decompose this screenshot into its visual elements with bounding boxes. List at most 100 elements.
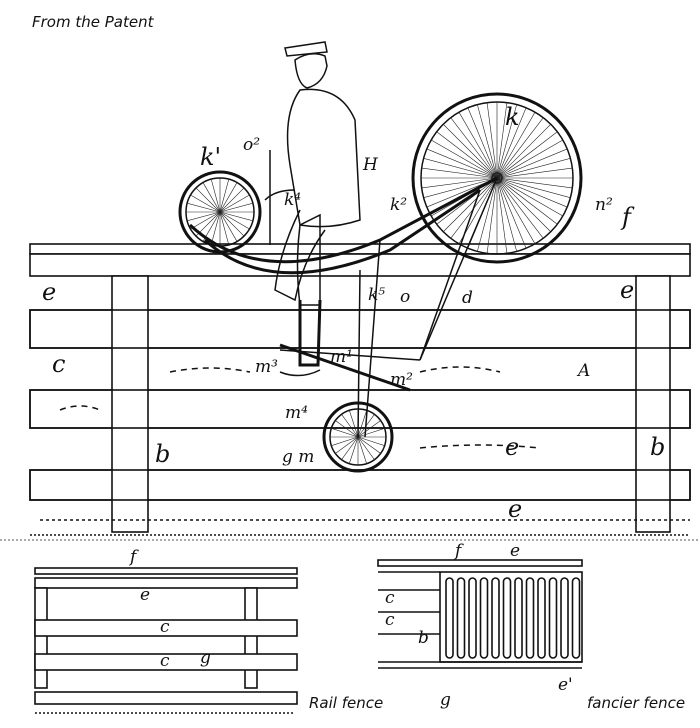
wheel-spoke xyxy=(357,436,367,464)
label-g-m: g m xyxy=(282,447,314,467)
fancy-label-c2: c xyxy=(385,610,395,630)
wheel-spoke xyxy=(496,131,558,179)
wheel-spoke xyxy=(431,139,498,179)
label-o2: o² xyxy=(243,135,260,155)
label-e-bottom: e xyxy=(508,495,522,523)
label-k4: k⁴ xyxy=(284,190,301,210)
rail-label-c1: c xyxy=(160,617,170,637)
wheel-spoke xyxy=(423,158,498,179)
wheel-spoke xyxy=(219,194,250,213)
fence-picket xyxy=(560,577,569,659)
wheel-spoke xyxy=(335,420,359,438)
label-m4: m⁴ xyxy=(285,403,308,423)
fancy-label-f: f xyxy=(453,541,464,561)
wheel-spoke xyxy=(190,211,221,230)
label-c: c xyxy=(52,350,65,378)
wheel-spoke xyxy=(496,177,551,232)
wheel-spoke xyxy=(496,107,527,179)
wheel-spoke xyxy=(341,414,359,438)
wheel-spoke xyxy=(496,177,571,198)
wheel-spoke xyxy=(219,211,253,222)
fence-picket xyxy=(479,577,489,659)
wheel-spoke xyxy=(443,124,498,179)
fence-picket xyxy=(525,577,535,659)
wheel-spoke xyxy=(219,211,230,245)
wheel-spoke xyxy=(349,410,359,438)
wheel-spoke xyxy=(210,179,221,213)
wheel-spoke xyxy=(486,102,498,179)
label-k5: k⁵ xyxy=(368,285,385,305)
wheel-spoke xyxy=(423,177,498,198)
fancy-label-c1: c xyxy=(385,588,395,608)
label-d: d xyxy=(462,288,473,308)
fancy-label-b: b xyxy=(418,628,429,648)
wheel-spoke xyxy=(219,187,245,213)
wheel-spoke xyxy=(496,139,563,179)
label-e-left: e xyxy=(42,278,56,306)
wheel-spoke xyxy=(496,177,573,189)
fancy-label-e: e xyxy=(510,541,520,561)
wheel-spoke xyxy=(496,112,536,179)
wheel-spoke xyxy=(219,179,230,213)
rail-label-f: f xyxy=(128,547,139,567)
wheel-spoke xyxy=(357,436,375,460)
wheel-spoke xyxy=(331,428,359,438)
wheel-spoke xyxy=(426,148,498,179)
wheel-spoke xyxy=(496,102,508,179)
wheel-spoke xyxy=(357,428,385,438)
wheel-spoke xyxy=(357,436,381,454)
wheel-spoke xyxy=(450,117,498,179)
wheel-spoke xyxy=(496,104,517,179)
fence-picket xyxy=(456,577,466,659)
label-o: o xyxy=(400,287,410,307)
rail-label-e: e xyxy=(140,585,150,605)
label-m2: m² xyxy=(390,370,413,390)
wheel-spoke xyxy=(496,177,563,217)
fancier-fence-caption: fancier fence xyxy=(587,694,686,712)
label-e-right: e xyxy=(620,276,634,304)
main-fence xyxy=(29,243,691,536)
wheel-spoke xyxy=(219,202,253,213)
wheel-spoke xyxy=(195,187,221,213)
wheel-spoke xyxy=(496,177,508,254)
label-n2: n² xyxy=(595,195,613,215)
wheel-spoke xyxy=(443,177,498,232)
wheel-spoke xyxy=(219,182,238,213)
rail-fence-caption: Rail fence xyxy=(309,694,384,712)
fence-bicycle xyxy=(178,41,583,473)
wheel-spoke xyxy=(477,104,498,179)
label-A: A xyxy=(576,361,590,381)
rail-fence-drawing: f e c c c g xyxy=(34,547,298,714)
fence-picket xyxy=(537,577,546,659)
wheel-spoke xyxy=(349,436,359,464)
fence-picket xyxy=(491,577,500,659)
wheel-spoke xyxy=(496,177,558,225)
label-e-mid: e xyxy=(505,433,519,461)
wheel-spoke xyxy=(357,410,367,438)
label-H: H xyxy=(362,155,379,175)
label-m3: m³ xyxy=(255,357,278,377)
wheel-spoke xyxy=(496,124,551,179)
wheel-spoke xyxy=(335,436,359,454)
wheel-spoke xyxy=(187,211,221,222)
wheel-spoke xyxy=(331,436,359,446)
rail-label-g: g xyxy=(200,648,211,668)
wheel-spoke xyxy=(219,211,238,242)
fence-picket xyxy=(571,577,581,659)
wheel-spoke xyxy=(496,148,568,179)
wheel-spoke xyxy=(436,177,498,225)
fence-picket xyxy=(468,577,477,659)
wheel-spoke xyxy=(219,211,245,237)
wheel-spoke xyxy=(357,420,381,438)
wheel-spoke xyxy=(496,167,573,179)
wheel-spoke xyxy=(210,211,221,245)
fancy-label-e1: e' xyxy=(558,675,573,695)
wheel-spoke xyxy=(496,117,544,179)
wheel-spoke xyxy=(421,177,498,189)
wheel-spoke xyxy=(477,177,498,252)
wheel-spoke xyxy=(496,177,536,244)
wheel-spoke xyxy=(357,436,385,446)
label-b-right: b xyxy=(650,433,665,461)
fence-picket xyxy=(548,577,558,659)
